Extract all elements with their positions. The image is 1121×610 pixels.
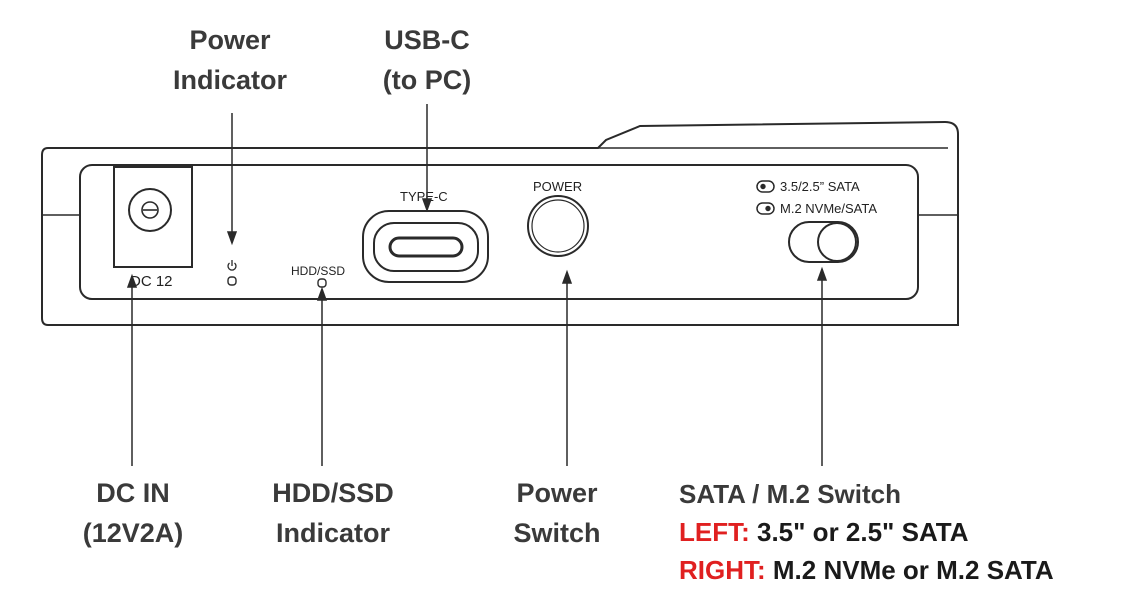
usbc-callout-line1: USB-C	[384, 25, 470, 55]
hdd-indicator-callout: HDD/SSD Indicator	[258, 473, 408, 553]
switch-left-indicator-dot	[760, 183, 766, 190]
usbc-port-tongue	[388, 236, 464, 258]
power-indicator-callout-line1: Power	[189, 25, 271, 55]
power-switch-callout: Power Switch	[490, 473, 624, 553]
usbc-callout-line2: (to PC)	[382, 65, 472, 95]
power-indicator-arrow	[226, 113, 238, 246]
switch-legend-right-row: RIGHT: M.2 NVMe or M.2 SATA	[679, 551, 1054, 589]
dc-in-callout-line2: (12V2A)	[82, 518, 184, 548]
typec-label: TYPE-C	[400, 189, 448, 204]
front-bezel	[79, 164, 919, 300]
switch-option-left-label: 3.5/2.5” SATA	[780, 179, 860, 194]
usbc-port-opening	[373, 222, 479, 272]
switch-right-indicator-dot	[765, 205, 771, 212]
power-button[interactable]	[527, 195, 589, 257]
slide-switch-arrow	[816, 266, 828, 466]
power-indicator-callout-line2: Indicator	[172, 65, 287, 95]
usbc-port-bezel	[362, 210, 489, 283]
enclosure-body	[41, 120, 959, 326]
dc-jack-pin	[141, 201, 159, 219]
switch-legend-title: SATA / M.2 Switch	[679, 479, 901, 509]
usbc-callout: USB-C (to PC)	[360, 20, 494, 100]
hdd-indicator-callout-line2: Indicator	[275, 518, 390, 548]
dc-jack-label: DC 12	[130, 273, 173, 290]
dc-jack-housing	[113, 166, 193, 268]
hdd-indicator-callout-line1: HDD/SSD	[272, 478, 394, 508]
hdd-led-label: HDD/SSD	[291, 264, 345, 278]
switch-option-right-label: M.2 NVMe/SATA	[780, 201, 877, 216]
switch-legend: SATA / M.2 Switch LEFT: 3.5" or 2.5" SAT…	[679, 475, 1054, 589]
sata-m2-slide-switch[interactable]	[788, 221, 859, 263]
dc-in-arrow	[126, 273, 138, 466]
power-button-inner-ring	[531, 199, 585, 253]
dc-jack-socket	[128, 188, 172, 232]
switch-left-indicator-icon	[756, 180, 775, 193]
power-indicator-callout: Power Indicator	[160, 20, 300, 100]
power-indicator-led	[227, 276, 237, 286]
switch-legend-left-row: LEFT: 3.5" or 2.5" SATA	[679, 513, 1054, 551]
switch-legend-left-value: 3.5" or 2.5" SATA	[749, 517, 969, 547]
switch-legend-right-key: RIGHT:	[679, 555, 766, 585]
dc-in-callout-line1: DC IN	[96, 478, 170, 508]
power-switch-arrow	[561, 269, 573, 466]
switch-right-indicator-icon	[756, 202, 775, 215]
power-symbol-icon	[227, 260, 237, 271]
dc-in-callout: DC IN (12V2A)	[58, 473, 208, 553]
hdd-indicator-arrow	[316, 286, 328, 466]
power-switch-callout-line1: Power	[516, 478, 598, 508]
usbc-arrow	[421, 104, 433, 213]
switch-legend-right-value: M.2 NVMe or M.2 SATA	[765, 555, 1054, 585]
power-button-label: POWER	[533, 179, 582, 194]
hdd-indicator-led	[317, 278, 327, 288]
power-switch-callout-line2: Switch	[513, 518, 601, 548]
switch-legend-left-key: LEFT:	[679, 517, 750, 547]
slide-switch-knob[interactable]	[817, 222, 857, 262]
